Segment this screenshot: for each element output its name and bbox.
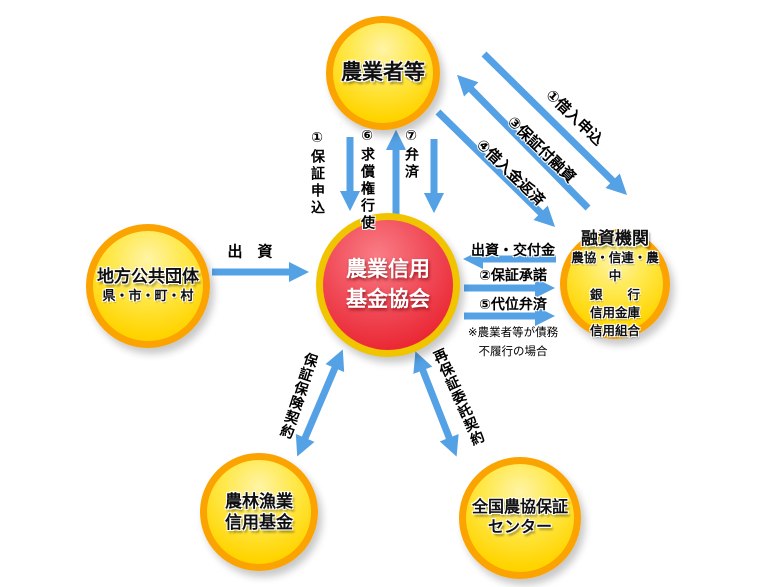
label-bensai: ⑦弁済 xyxy=(404,128,420,181)
node-farmers-label: 農業者等 xyxy=(341,60,425,84)
node-norin-gyogyo-kikin-line2: 信用基金 xyxy=(225,513,293,532)
label-kyushoken-koshi: ⑥求償権行使 xyxy=(360,128,376,232)
node-kikin-kyokai-line2: 基金協会 xyxy=(346,288,430,311)
node-kikin-kyokai: 農業信用 基金協会 xyxy=(316,213,460,357)
node-yushi-kikan-member-1: 農協・信連・農中 xyxy=(571,251,659,284)
node-yushi-kikan-member-4: 信用組合 xyxy=(589,323,640,338)
node-yushi-kikan-member-2: 銀 行 xyxy=(589,287,640,302)
node-norin-gyogyo-kikin: 農林漁業 信用基金 xyxy=(200,453,318,571)
label-shusshi-kofukin: 出資・交付金 xyxy=(471,242,555,258)
node-norin-gyogyo-kikin-line1: 農林漁業 xyxy=(225,491,293,511)
note-line2: 不履行の場合 xyxy=(478,345,548,358)
node-yushi-kikan: 融資機関 農協・信連・農中 銀 行 信用金庫 信用組合 xyxy=(560,229,670,339)
node-zenkoku-hosho-center: 全国農協保証 センター xyxy=(459,457,581,579)
note-line1: ※農業者等が債務 xyxy=(467,327,559,339)
node-kikin-kyokai-core: 農業信用 基金協会 xyxy=(323,220,453,350)
node-zenkoku-hosho-center-line1: 全国農協保証 xyxy=(471,499,568,516)
label-kariire-moshikomi: ①借入申込 xyxy=(542,86,607,150)
node-zenkoku-hosho-center-line2: センター xyxy=(487,519,552,536)
node-chiho-kokyodantai: 地方公共団体 県・市・町・村 xyxy=(86,224,210,348)
node-yushi-kikan-member-3: 信用金庫 xyxy=(589,305,640,320)
node-chiho-kokyodantai-sub: 県・市・町・村 xyxy=(102,288,194,304)
label-shusshi: 出 資 xyxy=(227,243,273,261)
node-kikin-kyokai-line1: 農業信用 xyxy=(346,257,430,281)
label-hosho-shodaku: ②保証承諾 xyxy=(479,267,547,283)
node-farmers: 農業者等 xyxy=(326,16,440,130)
note-default-case: ※農業者等が債務 不履行の場合 xyxy=(468,324,558,362)
label-hosho-moshikomi: ①保証申込 xyxy=(310,130,326,217)
label-hosho-hoken-keiyaku: 保証保険契約 xyxy=(277,350,321,442)
node-chiho-kokyodantai-label: 地方公共団体 xyxy=(97,266,199,286)
label-daii-bensai: ⑤代位弁済 xyxy=(479,296,547,312)
node-yushi-kikan-label: 融資機関 xyxy=(581,229,649,249)
